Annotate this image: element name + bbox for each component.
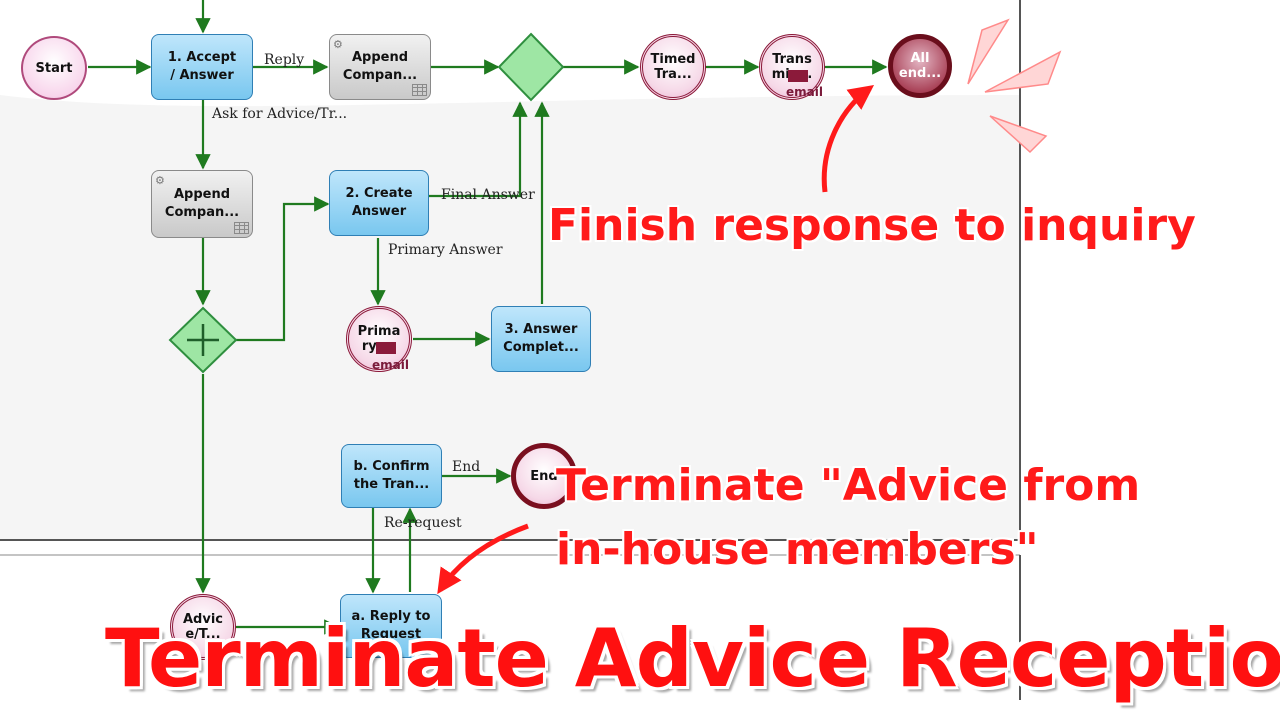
flow-label-rerequest: Re-request — [384, 515, 462, 531]
task-create-answer[interactable]: 2. Create Answer — [329, 170, 429, 236]
advice-email-event[interactable]: Advic e/T... — [170, 594, 236, 660]
sequence-flows — [88, 0, 888, 635]
arrow-terminate — [437, 523, 529, 595]
table-icon — [234, 222, 249, 234]
task-confirm-transaction[interactable]: b. Confirm the Tran... — [341, 444, 442, 508]
task-accept-answer[interactable]: 1. Accept / Answer — [151, 34, 253, 100]
gateway-exclusive[interactable] — [497, 32, 565, 102]
append-2-label: Append Compan... — [164, 187, 240, 220]
flow-label-ask: Ask for Advice/Tr... — [212, 106, 348, 122]
all-end-event[interactable]: All end... — [888, 34, 952, 98]
flow-label-reply: Reply — [264, 52, 305, 68]
transmission-sublabel: email — [786, 85, 823, 99]
flow-final — [429, 101, 528, 198]
envelope-icon — [376, 342, 396, 354]
start-event[interactable]: Start — [21, 36, 87, 100]
flow-par-create — [236, 196, 330, 342]
callout-terminate-line2: in-house members" — [556, 524, 1039, 575]
callout-terminate-line1: Terminate "Advice from — [556, 460, 1141, 511]
primary-email-event[interactable]: Prima ry ... — [346, 306, 412, 372]
callout-finish: Finish response to inquiry — [548, 200, 1196, 251]
flow-label-primary: Primary Answer — [388, 242, 503, 258]
task-append-company-1[interactable]: ⚙ Append Compan... — [329, 34, 431, 100]
gear-icon: ⚙ — [155, 174, 165, 187]
task-answer-complete[interactable]: 3. Answer Complet... — [491, 306, 591, 372]
page-title: Terminate Advice Reception — [105, 612, 1280, 705]
envelope-icon — [788, 70, 808, 82]
flow-label-end: End — [452, 459, 481, 475]
gateway-parallel[interactable] — [168, 306, 238, 374]
task-reply-to-request[interactable]: a. Reply to Request — [340, 594, 442, 658]
primary-sublabel: email — [372, 358, 409, 372]
end-event[interactable]: End — [511, 443, 577, 509]
flow-label-final: Final Answer — [441, 187, 535, 203]
callout-arrows — [437, 85, 875, 595]
gear-icon: ⚙ — [333, 38, 343, 51]
transmission-email-event[interactable]: Trans mis... — [759, 34, 825, 100]
task-append-company-2[interactable]: ⚙ Append Compan... — [151, 170, 253, 238]
emphasis-burst — [967, 18, 1062, 154]
timed-transmission-event[interactable]: Timed Tra... — [640, 34, 706, 100]
advice-label: Advic e/T... — [182, 612, 223, 642]
arrow-finish — [821, 85, 875, 193]
append-1-label: Append Compan... — [342, 50, 418, 83]
table-icon — [412, 84, 427, 96]
